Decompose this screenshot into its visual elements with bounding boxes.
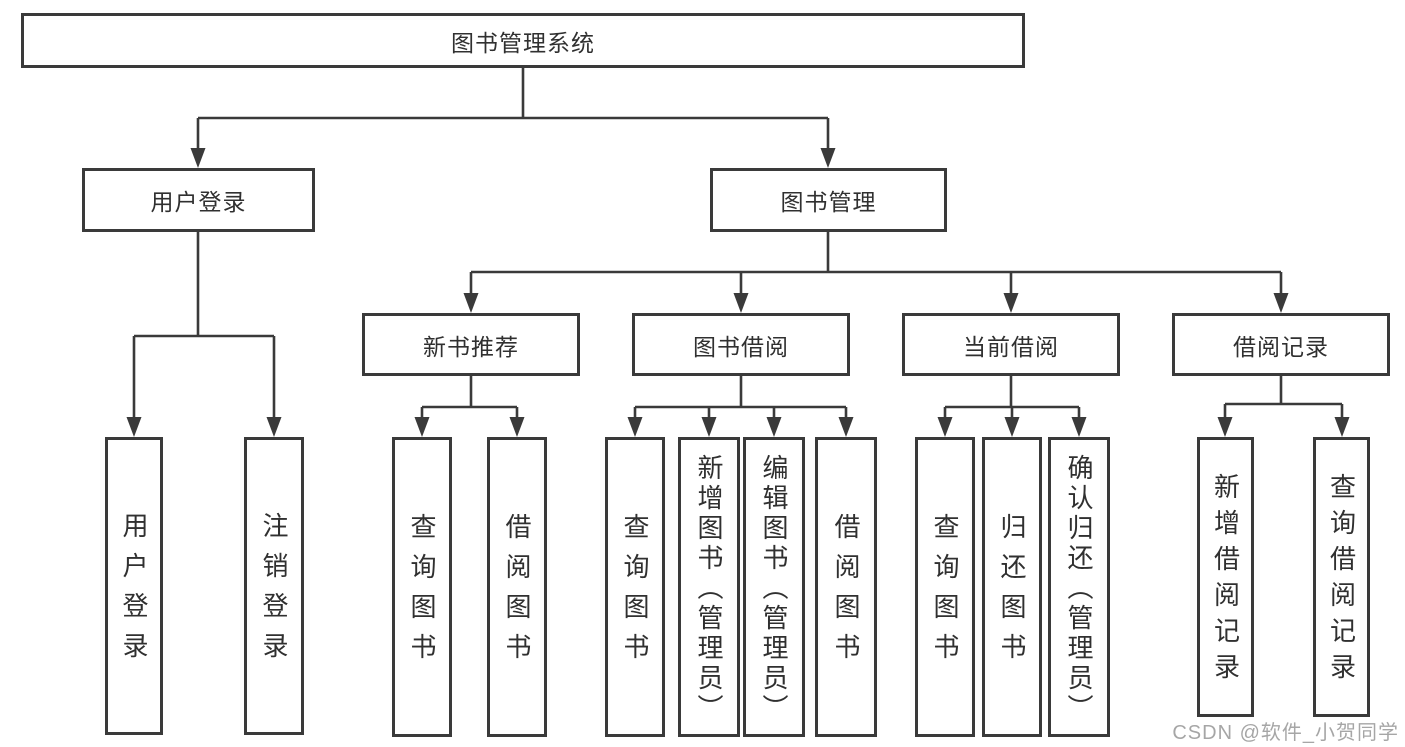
node-leaf-query-books-recommend: 查询图书 [392, 437, 452, 737]
node-new-book-recommend: 新书推荐 [362, 313, 580, 376]
node-leaf-query-borrow-record: 查询借阅记录 [1313, 437, 1370, 717]
node-leaf-edit-books-admin: 编辑图书（管理员） [743, 437, 805, 737]
node-book-management: 图书管理 [710, 168, 947, 232]
node-leaf-return-books: 归还图书 [982, 437, 1042, 737]
node-book-borrow: 图书借阅 [632, 313, 850, 376]
node-root-system: 图书管理系统 [21, 13, 1025, 68]
node-leaf-borrow-books-recommend: 借阅图书 [487, 437, 547, 737]
node-leaf-confirm-return-admin: 确认归还（管理员） [1048, 437, 1110, 737]
node-leaf-query-books-current: 查询图书 [915, 437, 975, 737]
arrowhead-icons [126, 148, 1350, 437]
node-leaf-add-books-admin: 新增图书（管理员） [678, 437, 740, 737]
node-leaf-add-borrow-record: 新增借阅记录 [1197, 437, 1254, 717]
node-leaf-user-login: 用户登录 [105, 437, 163, 735]
connector-path [132, 68, 1344, 421]
node-borrow-records: 借阅记录 [1172, 313, 1390, 376]
node-leaf-borrow-books: 借阅图书 [815, 437, 877, 737]
watermark: CSDN @软件_小贺同学 [1172, 722, 1399, 744]
node-leaf-logout: 注销登录 [244, 437, 304, 735]
node-current-borrow: 当前借阅 [902, 313, 1120, 376]
node-leaf-query-books-borrow: 查询图书 [605, 437, 665, 737]
node-user-login: 用户登录 [82, 168, 315, 232]
